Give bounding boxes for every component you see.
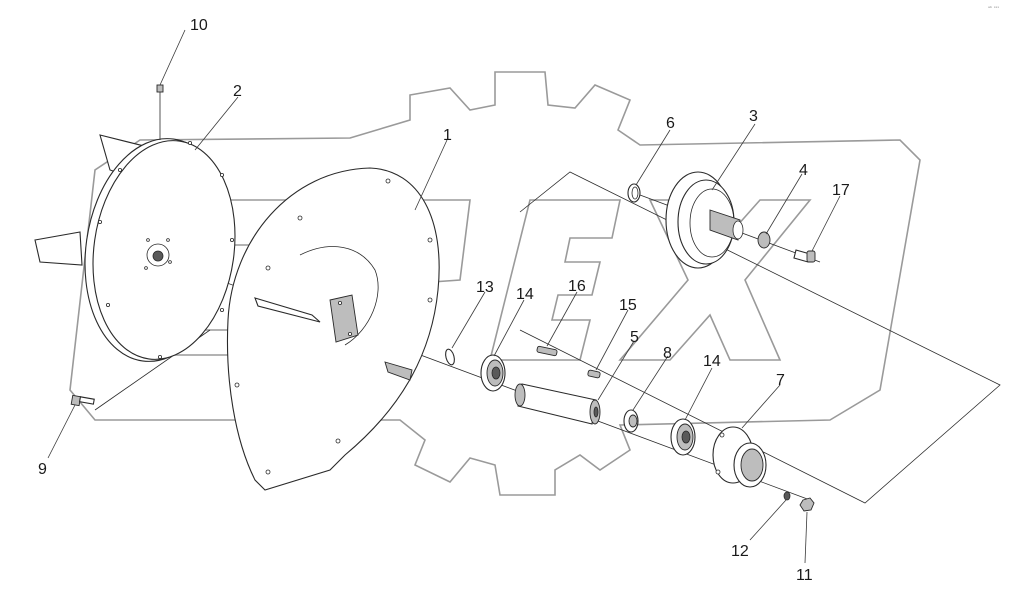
part-4-washer xyxy=(757,231,771,249)
callout-3: 3 xyxy=(749,108,758,125)
part-2-impeller-disc xyxy=(34,134,236,362)
callout-16: 16 xyxy=(568,278,586,295)
callout-8: 8 xyxy=(663,345,672,362)
callout-2: 2 xyxy=(233,83,242,100)
watermark-letter-e xyxy=(488,199,621,361)
housing-inlet-flange xyxy=(329,294,359,343)
part-14-bearing-right xyxy=(670,418,696,456)
part-3-pulley xyxy=(665,171,744,269)
impeller-hub-bore xyxy=(152,250,164,262)
callout-17: 17 xyxy=(832,182,850,199)
leader-lines xyxy=(47,29,841,564)
part-13-circlip xyxy=(445,348,455,366)
callout-5: 5 xyxy=(630,329,639,346)
callout-4: 4 xyxy=(799,162,808,179)
impeller-bolt-holes xyxy=(98,140,234,359)
callout-7: 7 xyxy=(776,372,785,389)
callout-labels: 1 2 3 4 5 6 7 8 9 10 11 12 13 14 14 15 1… xyxy=(38,6,999,584)
housing-shaft-guard xyxy=(254,297,321,323)
callout-12: 12 xyxy=(731,543,749,560)
callout-14-left: 14 xyxy=(516,286,534,303)
part-11-nut xyxy=(799,497,815,512)
part-8-spacer xyxy=(623,409,639,433)
part-16-key xyxy=(536,345,558,357)
part-7-bearing-housing xyxy=(712,426,767,488)
part-1-housing-plate xyxy=(226,167,440,491)
watermark-gear xyxy=(69,71,921,496)
callout-9: 9 xyxy=(38,461,47,478)
impeller-blade-left xyxy=(34,231,83,266)
part-12-washer xyxy=(783,491,791,501)
part-17-bolt xyxy=(793,249,816,263)
part-14-bearing-left xyxy=(480,354,506,392)
housing-bolt-holes xyxy=(234,178,433,475)
callout-6: 6 xyxy=(666,115,675,132)
part-9-bolt xyxy=(70,394,95,407)
housing-plate-outline xyxy=(226,167,440,491)
callout-13: 13 xyxy=(476,279,494,296)
part-6-ring xyxy=(627,183,641,203)
callout-10: 10 xyxy=(190,17,208,34)
part-10-screw xyxy=(156,84,164,140)
housing-plate-inner-edge xyxy=(299,246,379,346)
callout-11: 11 xyxy=(796,567,813,584)
callout-14-right: 14 xyxy=(703,353,721,370)
part-15-key xyxy=(587,369,601,379)
callout-15: 15 xyxy=(619,297,637,314)
part-5-shaft xyxy=(514,383,601,425)
housing-bracket xyxy=(384,361,413,381)
corner-mark: ᵃᵇ ˢˢˢ xyxy=(988,6,999,12)
callout-1: 1 xyxy=(443,127,452,144)
